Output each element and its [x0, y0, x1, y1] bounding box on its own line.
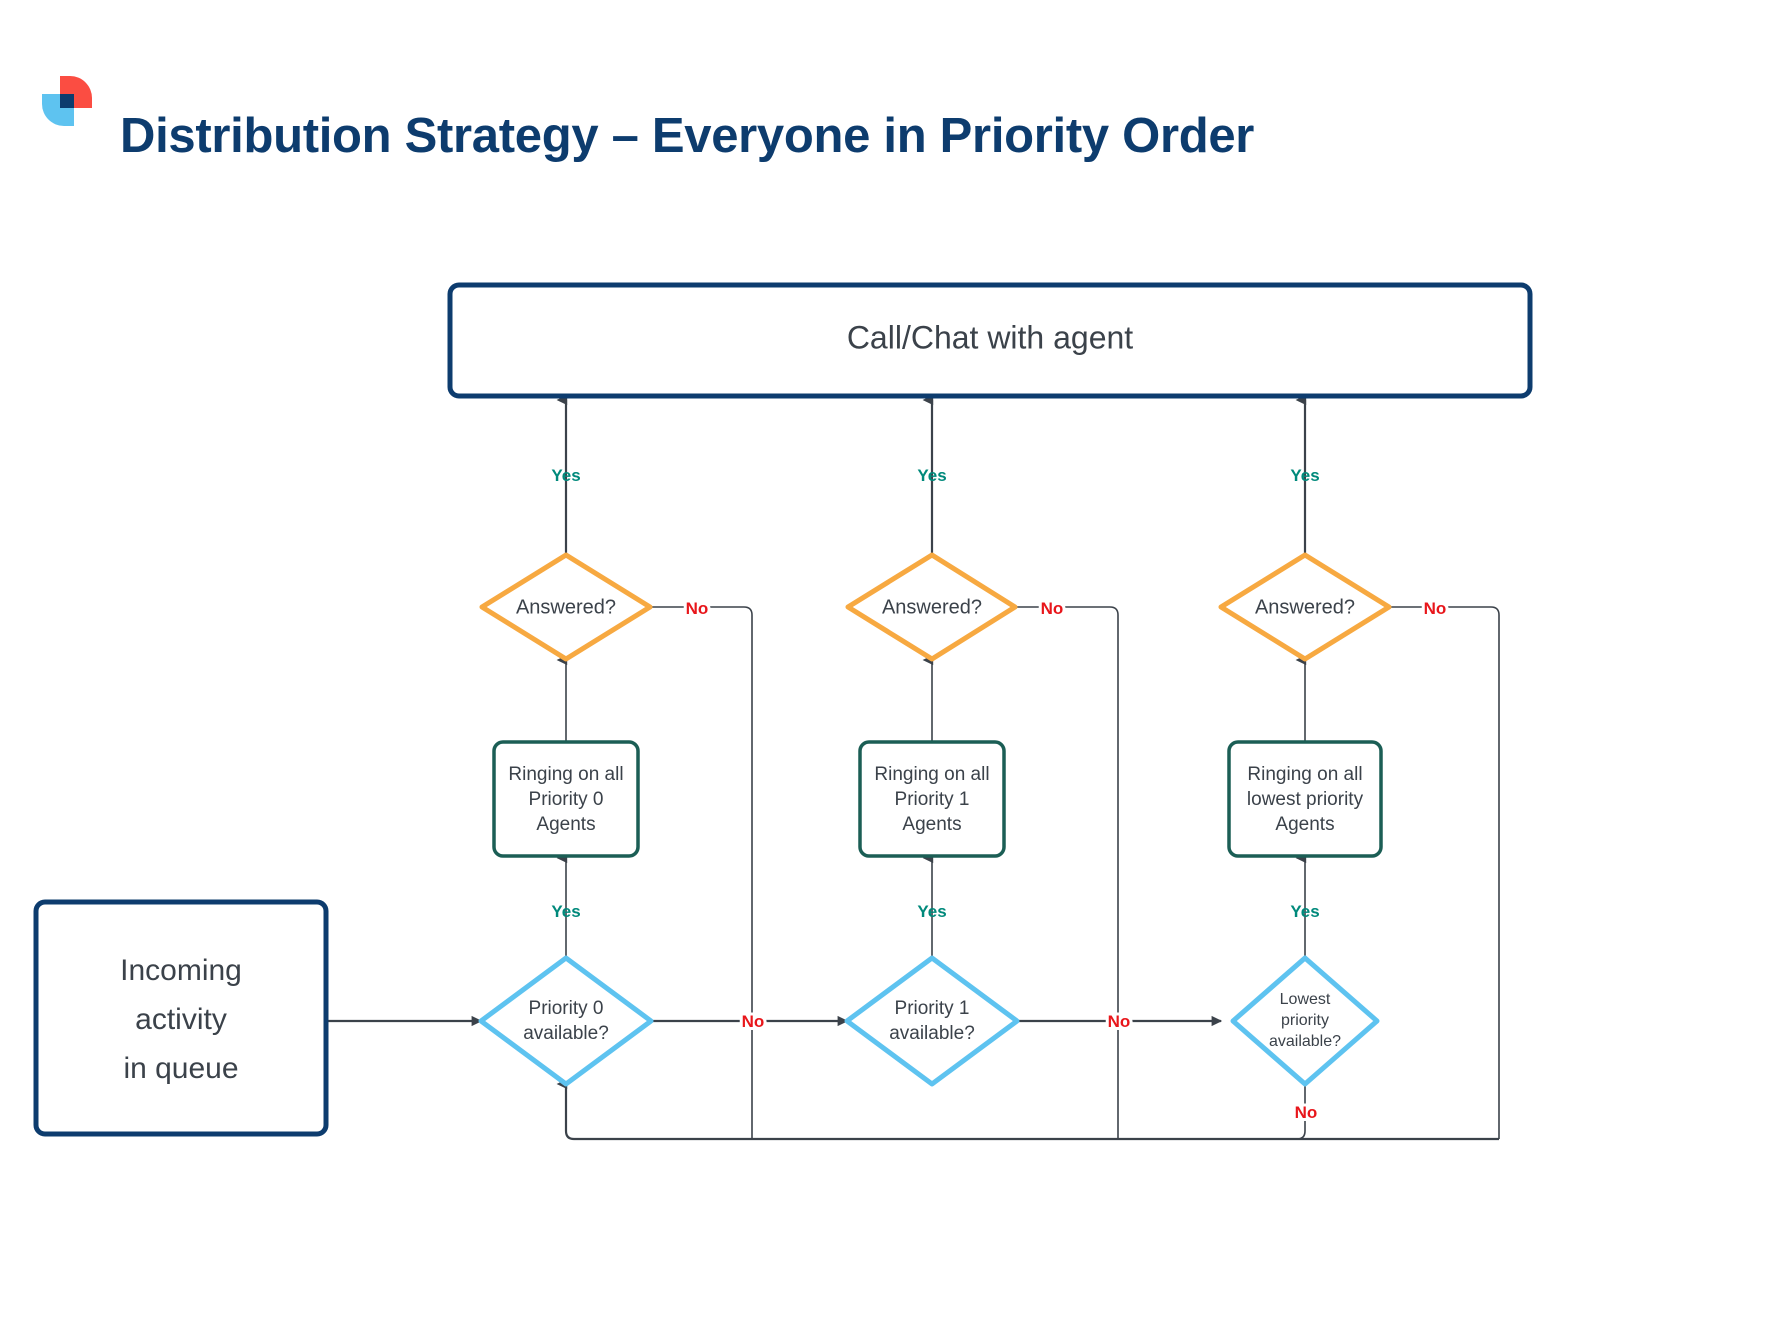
- node-priority0-available-line-2: available?: [523, 1023, 609, 1044]
- node-priority1-available-line-2: available?: [889, 1023, 975, 1044]
- node-answered-0[interactable]: [479, 552, 653, 662]
- edge-label-yes-answered-0: Yes: [551, 466, 580, 485]
- edge-label-yes-available-0: Yes: [551, 902, 580, 921]
- node-ringing-1-line-3: Agents: [902, 814, 961, 835]
- node-ringing-0-line-1: Ringing on all: [508, 764, 623, 785]
- node-answered-2[interactable]: [1218, 552, 1392, 662]
- node-start-line-2: activity: [135, 1003, 227, 1036]
- edge-label-yes-available-2: Yes: [1290, 902, 1319, 921]
- node-start-line-3: in queue: [123, 1052, 238, 1085]
- node-ringing-0[interactable]: [492, 740, 640, 858]
- brand-logo-icon: [36, 70, 98, 132]
- node-answered-2-label: Answered?: [1255, 596, 1355, 618]
- node-ringing-2-line-2: lowest priority: [1247, 789, 1364, 810]
- node-call-chat-with-agent[interactable]: [447, 282, 1533, 399]
- node-incoming-activity-in-queue[interactable]: [33, 899, 329, 1137]
- node-call-chat-label: Call/Chat with agent: [847, 319, 1133, 355]
- edge-answered2-no: [1388, 606, 1500, 1139]
- node-priority1-available[interactable]: [844, 955, 1020, 1087]
- edge-label-no-available-1: No: [1108, 1012, 1131, 1031]
- node-ringing-1-line-1: Ringing on all: [874, 764, 989, 785]
- node-answered-0-label: Answered?: [516, 596, 616, 618]
- node-ringing-2[interactable]: [1227, 740, 1383, 858]
- edge-label-no-available-2: No: [1295, 1103, 1318, 1122]
- node-ringing-0-line-3: Agents: [536, 814, 595, 835]
- edge-label-yes-available-1: Yes: [917, 902, 946, 921]
- edge-label-no-answered-1: No: [1041, 599, 1064, 618]
- node-start-line-1: Incoming: [120, 954, 242, 987]
- edge-label-no-answered-2: No: [1424, 599, 1447, 618]
- node-lowest-available-line-3: available?: [1269, 1033, 1341, 1050]
- node-answered-1-label: Answered?: [882, 596, 982, 618]
- node-ringing-1-line-2: Priority 1: [895, 789, 970, 810]
- page-title: Distribution Strategy – Everyone in Prio…: [120, 109, 1255, 163]
- node-priority1-available-line-1: Priority 1: [895, 998, 970, 1019]
- node-priority0-available[interactable]: [478, 955, 654, 1087]
- node-ringing-2-line-3: Agents: [1275, 814, 1334, 835]
- node-lowest-available-line-1: Lowest: [1280, 991, 1331, 1008]
- node-ringing-1[interactable]: [858, 740, 1006, 858]
- edge-label-yes-answered-1: Yes: [917, 466, 946, 485]
- node-lowest-priority-available[interactable]: [1230, 955, 1380, 1087]
- edge-answered0-no: [650, 606, 753, 1139]
- node-priority0-available-line-1: Priority 0: [529, 998, 604, 1019]
- edge-label-yes-answered-2: Yes: [1290, 466, 1319, 485]
- edge-answered1-no: [1014, 606, 1119, 1139]
- node-ringing-2-line-1: Ringing on all: [1247, 764, 1362, 785]
- edge-return-rail-to-p0: [556, 1078, 1499, 1141]
- edge-label-no-answered-0: No: [686, 599, 709, 618]
- node-ringing-0-line-2: Priority 0: [529, 789, 604, 810]
- node-lowest-available-line-2: priority: [1281, 1012, 1329, 1029]
- edge-label-no-available-0: No: [742, 1012, 765, 1031]
- node-answered-1[interactable]: [845, 552, 1018, 662]
